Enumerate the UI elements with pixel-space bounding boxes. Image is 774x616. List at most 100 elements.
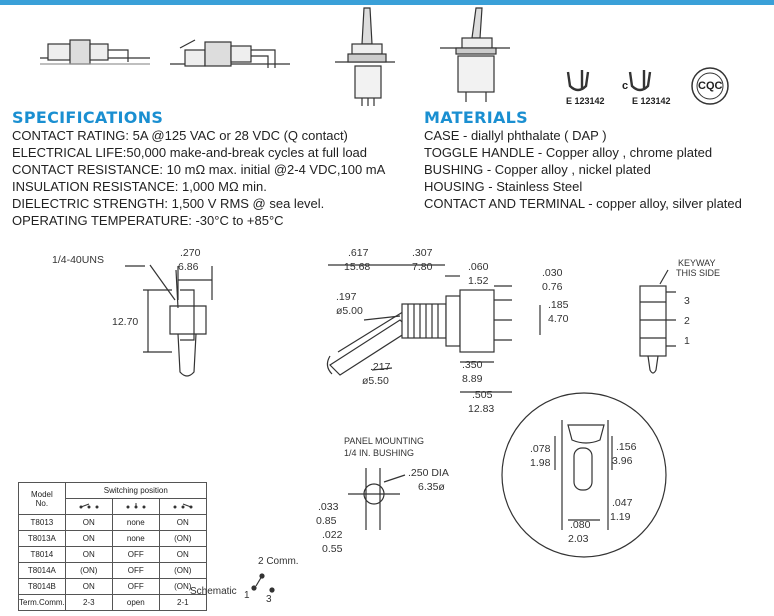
table-cell: none — [111, 514, 160, 531]
table-row: T8014B ON OFF (ON) — [18, 578, 207, 595]
dim-185: .185 — [548, 299, 569, 311]
dim-780: 7.80 — [412, 261, 433, 273]
dim-047: .047 — [612, 497, 633, 509]
dim-080: .080 — [570, 519, 591, 531]
schematic-terminal-3: 3 — [266, 594, 272, 605]
dim-396: 3.96 — [612, 455, 633, 467]
dim-350: .350 — [462, 359, 483, 371]
table-cell: (ON) — [158, 562, 207, 579]
dim-203: 2.03 — [568, 533, 589, 545]
position-symbol-2 — [111, 498, 160, 515]
switch-front-view-icon — [440, 7, 510, 102]
dim-060: .060 — [468, 261, 489, 273]
pin-1-label: 1 — [684, 335, 690, 347]
dim-307: .307 — [412, 247, 433, 259]
thread-label: 1/4-40UNS — [52, 254, 104, 266]
spec-item: CONTACT RATING: 5A @125 VAC or 28 VDC (Q… — [12, 128, 348, 143]
dim-030: .030 — [542, 267, 563, 279]
dim-217: .217 — [370, 361, 391, 373]
dim-076: 0.76 — [542, 281, 563, 293]
spec-item: ELECTRICAL LIFE:50,000 make-and-break cy… — [12, 145, 368, 160]
cqc-mark-icon — [691, 67, 729, 105]
panel-bushing-label: 1/4 IN. BUSHING — [344, 448, 414, 458]
dim-1270: 12.70 — [112, 316, 138, 328]
table-cell: OFF — [111, 546, 160, 563]
dim-197: .197 — [336, 291, 357, 303]
table-cell: OFF — [111, 562, 160, 579]
table-cell: T8013A — [18, 530, 66, 547]
dim-505: .505 — [472, 389, 493, 401]
specifications-list: CONTACT RATING: 5A @125 VAC or 28 VDC (Q… — [12, 127, 385, 229]
cul-prefix: c — [622, 80, 629, 92]
table-row: T8014 ON OFF ON — [18, 546, 207, 563]
terminal-side-drawing — [639, 269, 676, 374]
dim-1283: 12.83 — [468, 403, 494, 415]
table-cell: T8013 — [18, 514, 66, 531]
dim-055: 0.55 — [322, 543, 343, 555]
dim-470: 4.70 — [548, 313, 569, 325]
table-cell: T8014A — [18, 562, 66, 579]
keyway-side-label: THIS SIDE — [676, 268, 720, 278]
switch-angle-view-icon — [170, 39, 290, 68]
dim-078: .078 — [530, 443, 551, 455]
table-cell: ON — [64, 514, 113, 531]
dim-270: .270 — [180, 247, 201, 259]
dim-022: .022 — [322, 529, 343, 541]
keyway-label: KEYWAY — [678, 258, 716, 268]
cqc-label: CQC — [698, 80, 723, 92]
specifications-heading: SPECIFICATIONS — [12, 108, 164, 127]
switching-position-table: Model No. Switching position T8013 ON no… — [18, 482, 207, 611]
table-cell: Term.Comm. — [18, 594, 66, 611]
table-cell: ON — [64, 578, 113, 595]
cul-file-number: E 123142 — [632, 96, 671, 106]
panel-mounting-label: PANEL MOUNTING — [344, 436, 424, 446]
dim-085: 0.85 — [316, 515, 337, 527]
dim-156: .156 — [616, 441, 637, 453]
spec-item: OPERATING TEMPERATURE: -30°C to +85°C — [12, 213, 284, 228]
material-item: TOGGLE HANDLE - Copper alloy , chrome pl… — [424, 145, 713, 160]
material-item: BUSHING - Copper alloy , nickel plated — [424, 162, 651, 177]
spec-item: CONTACT RESISTANCE: 10 mΩ max. initial @… — [12, 162, 386, 177]
material-item: CONTACT AND TERMINAL - copper alloy, sil… — [424, 196, 742, 211]
dim-033: .033 — [318, 501, 339, 513]
contact-symbol-icon — [173, 503, 193, 508]
toggle-side-profile-drawing — [125, 264, 213, 377]
table-cell: ON — [64, 530, 113, 547]
switch-side-view-icon — [40, 39, 150, 65]
cul-mark-icon — [628, 70, 652, 92]
spec-item: INSULATION RESISTANCE: 1,000 MΩ min. — [12, 179, 267, 194]
table-row: T8013A ON none (ON) — [18, 530, 207, 547]
table-cell: ON — [158, 514, 207, 531]
dim-119: 1.19 — [610, 511, 631, 523]
materials-list: CASE - diallyl phthalate ( DAP ) TOGGLE … — [424, 127, 742, 212]
ul-mark-icon — [566, 70, 590, 92]
contact-symbol-icon — [126, 502, 146, 508]
dim-1568: 15.68 — [344, 261, 370, 273]
materials-heading: MATERIALS — [424, 108, 528, 127]
dim-500: ø5.00 — [336, 305, 363, 317]
position-symbol-3 — [158, 498, 207, 515]
detail-circle-drawing — [501, 392, 667, 558]
panel-mounting-drawing — [348, 468, 406, 530]
toggle-main-drawing — [326, 264, 541, 393]
table-cell: T8014B — [18, 578, 66, 595]
schematic-comm-label: 2 Comm. — [258, 556, 299, 567]
table-cell: ON — [158, 546, 207, 563]
schematic-symbol — [251, 573, 275, 593]
dim-152: 1.52 — [468, 275, 489, 287]
table-header-position: Switching position — [64, 482, 207, 499]
position-symbol-1 — [64, 498, 113, 515]
dim-198: 1.98 — [530, 457, 551, 469]
table-cell: (ON) — [64, 562, 113, 579]
schematic-label: Schematic — [190, 586, 237, 597]
table-cell: open — [111, 594, 160, 611]
table-cell: OFF — [111, 578, 160, 595]
table-cell: none — [111, 530, 160, 547]
table-cell: 2-1 — [158, 594, 207, 611]
ul-file-number: E 123142 — [566, 96, 605, 106]
dim-889: 8.89 — [462, 373, 483, 385]
contact-symbol-icon — [79, 503, 99, 508]
table-header-model: Model No. — [18, 482, 66, 515]
material-item: CASE - diallyl phthalate ( DAP ) — [424, 128, 607, 143]
